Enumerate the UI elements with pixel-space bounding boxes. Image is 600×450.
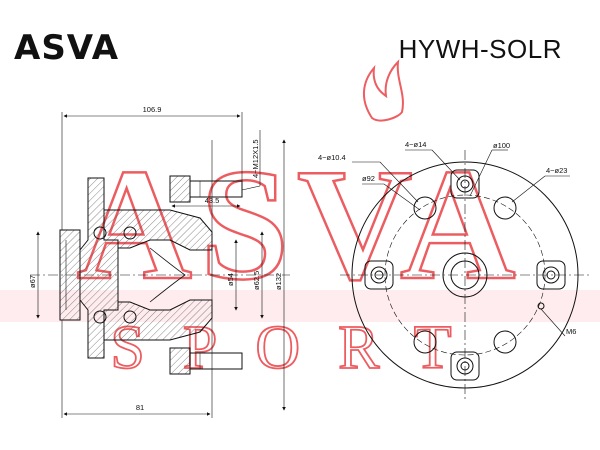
hub-bore	[442, 252, 488, 298]
front-view	[340, 150, 590, 400]
bolt-lug-right	[536, 260, 566, 290]
dim-holes-10-4: 4−ø10.4	[318, 153, 346, 162]
side-view-dimensions	[36, 112, 286, 418]
front-view-labels: 4−ø10.4 4−ø14 ø100 ø92 4−ø23 M6	[318, 140, 576, 336]
part-number: HYWH-SOLR	[398, 34, 562, 64]
dim-flange-dia: ø132	[274, 273, 283, 290]
bolt-lug-bottom	[450, 351, 480, 381]
bolt-lug-top	[450, 169, 480, 199]
side-view-labels: 106.9 43.5 81 4−M12X1.5 ø67 ø54 ø62.5 ø1…	[28, 105, 283, 412]
brand-logo: ASVA	[14, 28, 120, 68]
dim-bore: ø54	[226, 273, 235, 286]
wheel-stud-lower	[169, 347, 243, 375]
watermark-flame-icon	[363, 59, 404, 122]
dim-stud-length: 43.5	[205, 196, 220, 205]
dim-flange-to-end: 81	[136, 403, 144, 412]
bearing-ball-icon	[93, 310, 107, 324]
hole-upper-right	[493, 196, 517, 220]
dim-stud-thread: 4−M12X1.5	[251, 139, 260, 178]
dim-thread-m6: M6	[566, 327, 576, 336]
dim-overall-length: 106.9	[143, 105, 162, 114]
bearing-ball-icon	[123, 310, 137, 324]
hole-lower-left	[413, 330, 437, 354]
hub-body-lower	[103, 299, 213, 341]
dim-pilot: ø62.5	[252, 271, 261, 290]
bolt-lug-left	[364, 260, 394, 290]
bearing-ball-icon	[123, 226, 137, 240]
front-view-leaders	[352, 149, 570, 337]
hub-body-upper	[103, 209, 213, 251]
dim-holes-14: 4−ø14	[405, 140, 426, 149]
bearing-ball-icon	[93, 226, 107, 240]
wheel-stud-upper	[169, 175, 243, 203]
side-view	[30, 140, 290, 410]
dim-pcd-100: ø100	[493, 141, 510, 150]
dim-pcd-92: ø92	[362, 174, 375, 183]
hole-upper-left	[413, 196, 437, 220]
dim-holes-23: 4−ø23	[546, 166, 567, 175]
hole-lower-right	[493, 330, 517, 354]
dim-hub-dia: ø67	[28, 275, 37, 288]
